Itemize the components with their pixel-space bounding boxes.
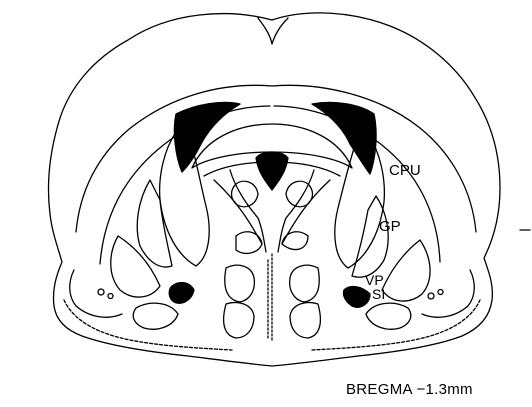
right-small-circles — [428, 290, 443, 300]
left-basal-dark-region — [169, 283, 194, 304]
right-gp-region — [352, 196, 388, 277]
amygdala-right — [366, 303, 411, 329]
label-si: SI — [372, 287, 385, 301]
central-lobe-left — [232, 181, 259, 207]
left-small-circles — [98, 289, 113, 299]
right-lateral-lobe — [382, 240, 430, 301]
right-basal-stack-2 — [290, 303, 320, 339]
thalamus-lobe-left — [236, 232, 262, 254]
brain-outline — [48, 13, 500, 366]
right-basal-stack — [290, 265, 320, 302]
left-basal-stack-2 — [224, 303, 254, 339]
thalamus-lobe-right — [282, 232, 308, 250]
midline-notch — [258, 18, 288, 44]
central-blob-1 — [256, 152, 288, 190]
left-basal-stack — [225, 265, 255, 302]
amygdala-left — [133, 303, 178, 329]
label-gp: GP — [379, 219, 401, 234]
left-caudate-lobe — [137, 180, 172, 267]
label-vp: VP — [365, 273, 384, 287]
left-lateral-lobe — [111, 236, 160, 297]
label-cpu: CPU — [389, 163, 421, 178]
bregma-caption: BREGMA −1.3mm — [346, 382, 473, 397]
bottom-dashed-left — [64, 300, 232, 350]
piriform-left — [70, 270, 122, 317]
right-basal-dark-region — [343, 287, 370, 308]
bottom-dashed-right — [312, 300, 480, 350]
central-lobe-right — [286, 181, 313, 207]
